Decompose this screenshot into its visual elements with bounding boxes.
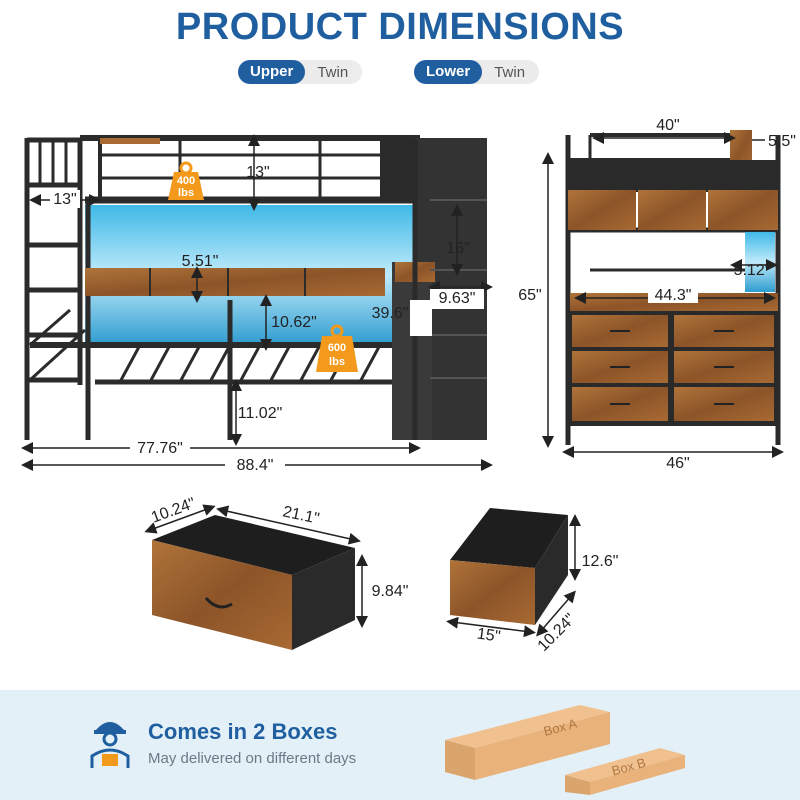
shipping-boxes-illustration: Box A Box B [445, 705, 685, 795]
dim-side-height: 65" [518, 287, 541, 304]
dim-stair-step: 16" [446, 240, 469, 257]
storage-bin-illustration [450, 508, 568, 625]
dim-side-post: 5.5" [768, 133, 796, 150]
lower-tag-key: Lower [414, 60, 483, 84]
dim-shelf-gap: 5.51" [182, 253, 219, 270]
dim-bin-depth: 10.24" [535, 611, 579, 655]
dim-side-desk-width: 44.3" [655, 287, 692, 304]
upper-weight-unit: lbs [178, 187, 194, 199]
page-title: PRODUCT DIMENSIONS [175, 6, 625, 48]
shipping-info-banner: Comes in 2 Boxes May delivered on differ… [0, 690, 800, 800]
dim-drawer-height: 9.84" [372, 583, 409, 600]
dim-side-top-width: 40" [656, 117, 679, 134]
lower-weight-number: 600 [328, 342, 346, 354]
upper-bed-tag: Upper Twin [238, 60, 363, 84]
side-view-illustration [565, 130, 781, 445]
upper-weight-badge: 400 lbs [168, 161, 204, 200]
lower-weight-unit: lbs [329, 356, 345, 368]
dim-bin-width: 15" [476, 625, 502, 645]
bunk-bed-illustration [24, 135, 487, 440]
dim-stair-width: 9.63" [439, 290, 476, 307]
dim-total-length: 88.4" [237, 457, 274, 474]
dimension-diagram: 400 lbs 600 lbs 13" 13" 5.51" 16" 10.62"… [21, 115, 796, 655]
lower-tag-value: Twin [494, 63, 526, 81]
bed-shelf [85, 268, 385, 296]
dim-lower-rail: 10.62" [271, 314, 317, 331]
dim-side-shelf-depth: 5.12" [734, 262, 771, 279]
dim-bin-height: 12.6" [582, 553, 619, 570]
dim-top-height: 13" [246, 164, 269, 181]
dim-rail-left: 13" [53, 191, 76, 208]
drawer-illustration [152, 515, 355, 650]
lower-weight-badge: 600 lbs [316, 324, 358, 372]
shipping-heading: Comes in 2 Boxes [148, 719, 338, 744]
shipping-subtext: May delivered on different days [148, 750, 357, 767]
upper-tag-key: Upper [238, 60, 306, 84]
dim-clearance: 11.02" [238, 405, 283, 422]
upper-tag-value: Twin [317, 63, 349, 81]
dim-stair-height: 39.6" [372, 305, 409, 322]
lower-bed-tag: Lower Twin [414, 60, 540, 84]
dim-side-total-width: 46" [666, 455, 689, 472]
upper-weight-number: 400 [177, 175, 195, 187]
dim-inner-length: 77.76" [137, 440, 183, 457]
delivery-worker-icon [90, 722, 130, 768]
